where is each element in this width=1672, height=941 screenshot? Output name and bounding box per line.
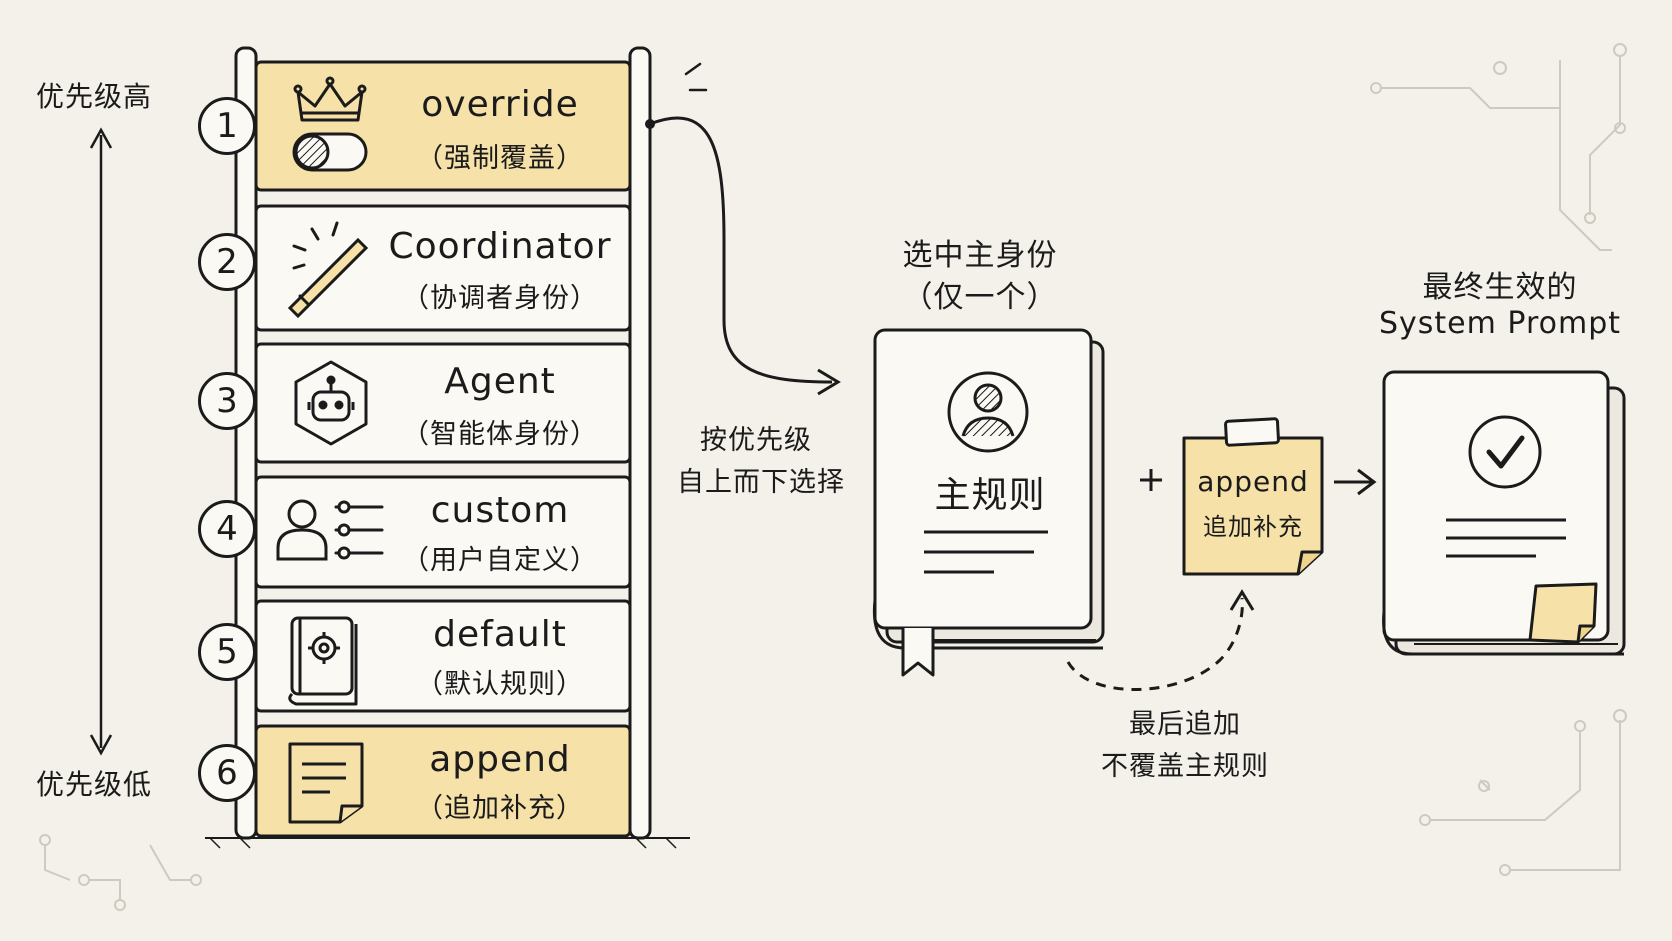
append-note-title: append <box>1197 465 1309 498</box>
priority-low-label: 优先级低 <box>36 768 153 801</box>
layer-title-override: override <box>421 84 579 125</box>
layer-number-3: 3 <box>198 372 256 430</box>
layer-subtitle-agent: （智能体身份） <box>402 419 598 450</box>
result-book-icon <box>1382 370 1626 656</box>
priority-high-label: 优先级高 <box>36 80 153 113</box>
result-caption-line1: 最终生效的 <box>1422 270 1578 305</box>
append-caption-line2: 不覆盖主规则 <box>1101 751 1269 782</box>
layer-title-coordinator: Coordinator <box>388 226 612 267</box>
ladder-left-rail <box>234 46 258 840</box>
layer-title-default: default <box>433 614 567 655</box>
layer-subtitle-override: （强制覆盖） <box>416 143 584 174</box>
layer-title-agent: Agent <box>444 361 556 402</box>
layer-subtitle-coordinator: （协调者身份） <box>402 283 598 314</box>
layer-number-4: 4 <box>198 500 256 558</box>
layer-number-5: 5 <box>198 623 256 681</box>
sticky-note-icon <box>288 742 364 824</box>
layer-subtitle-default: （默认规则） <box>416 669 584 700</box>
result-caption-line2: System Prompt <box>1378 306 1622 341</box>
selection-caption-line2: 自上而下选择 <box>677 467 845 498</box>
append-note-subtitle: 追加补充 <box>1203 513 1303 541</box>
selection-arrow <box>649 116 833 384</box>
layer-subtitle-append: （追加补充） <box>416 793 584 824</box>
layer-subtitle-custom: （用户自定义） <box>402 545 598 576</box>
layer-title-append: append <box>429 739 571 780</box>
result-arrow <box>1334 468 1377 496</box>
main-rule-book-icon <box>872 328 1105 677</box>
gear-book-icon <box>288 616 358 706</box>
main-identity-caption-line1: 选中主身份 <box>902 238 1058 273</box>
baton-icon <box>287 221 369 319</box>
main-identity-caption-line2: （仅一个） <box>902 280 1058 315</box>
user-sliders-icon <box>276 499 384 561</box>
selection-caption-line1: 按优先级 <box>700 425 812 456</box>
highlight-marks <box>684 62 708 92</box>
layer-number-6: 6 <box>198 744 256 802</box>
append-dashed-arrow <box>1066 597 1244 691</box>
layer-number-2: 2 <box>198 233 256 291</box>
layer-box-coordinator <box>254 204 632 332</box>
append-note-icon <box>1182 417 1324 576</box>
crown-toggle-icon <box>292 76 368 172</box>
append-caption-line1: 最后追加 <box>1129 709 1241 740</box>
robot-hexagon-icon <box>294 360 368 446</box>
layer-title-custom: custom <box>430 490 570 531</box>
layer-number-1: 1 <box>198 97 256 155</box>
circuit-decoration <box>39 43 1627 911</box>
main-rule-book-label: 主规则 <box>934 475 1046 516</box>
plus-operator <box>1140 469 1162 491</box>
